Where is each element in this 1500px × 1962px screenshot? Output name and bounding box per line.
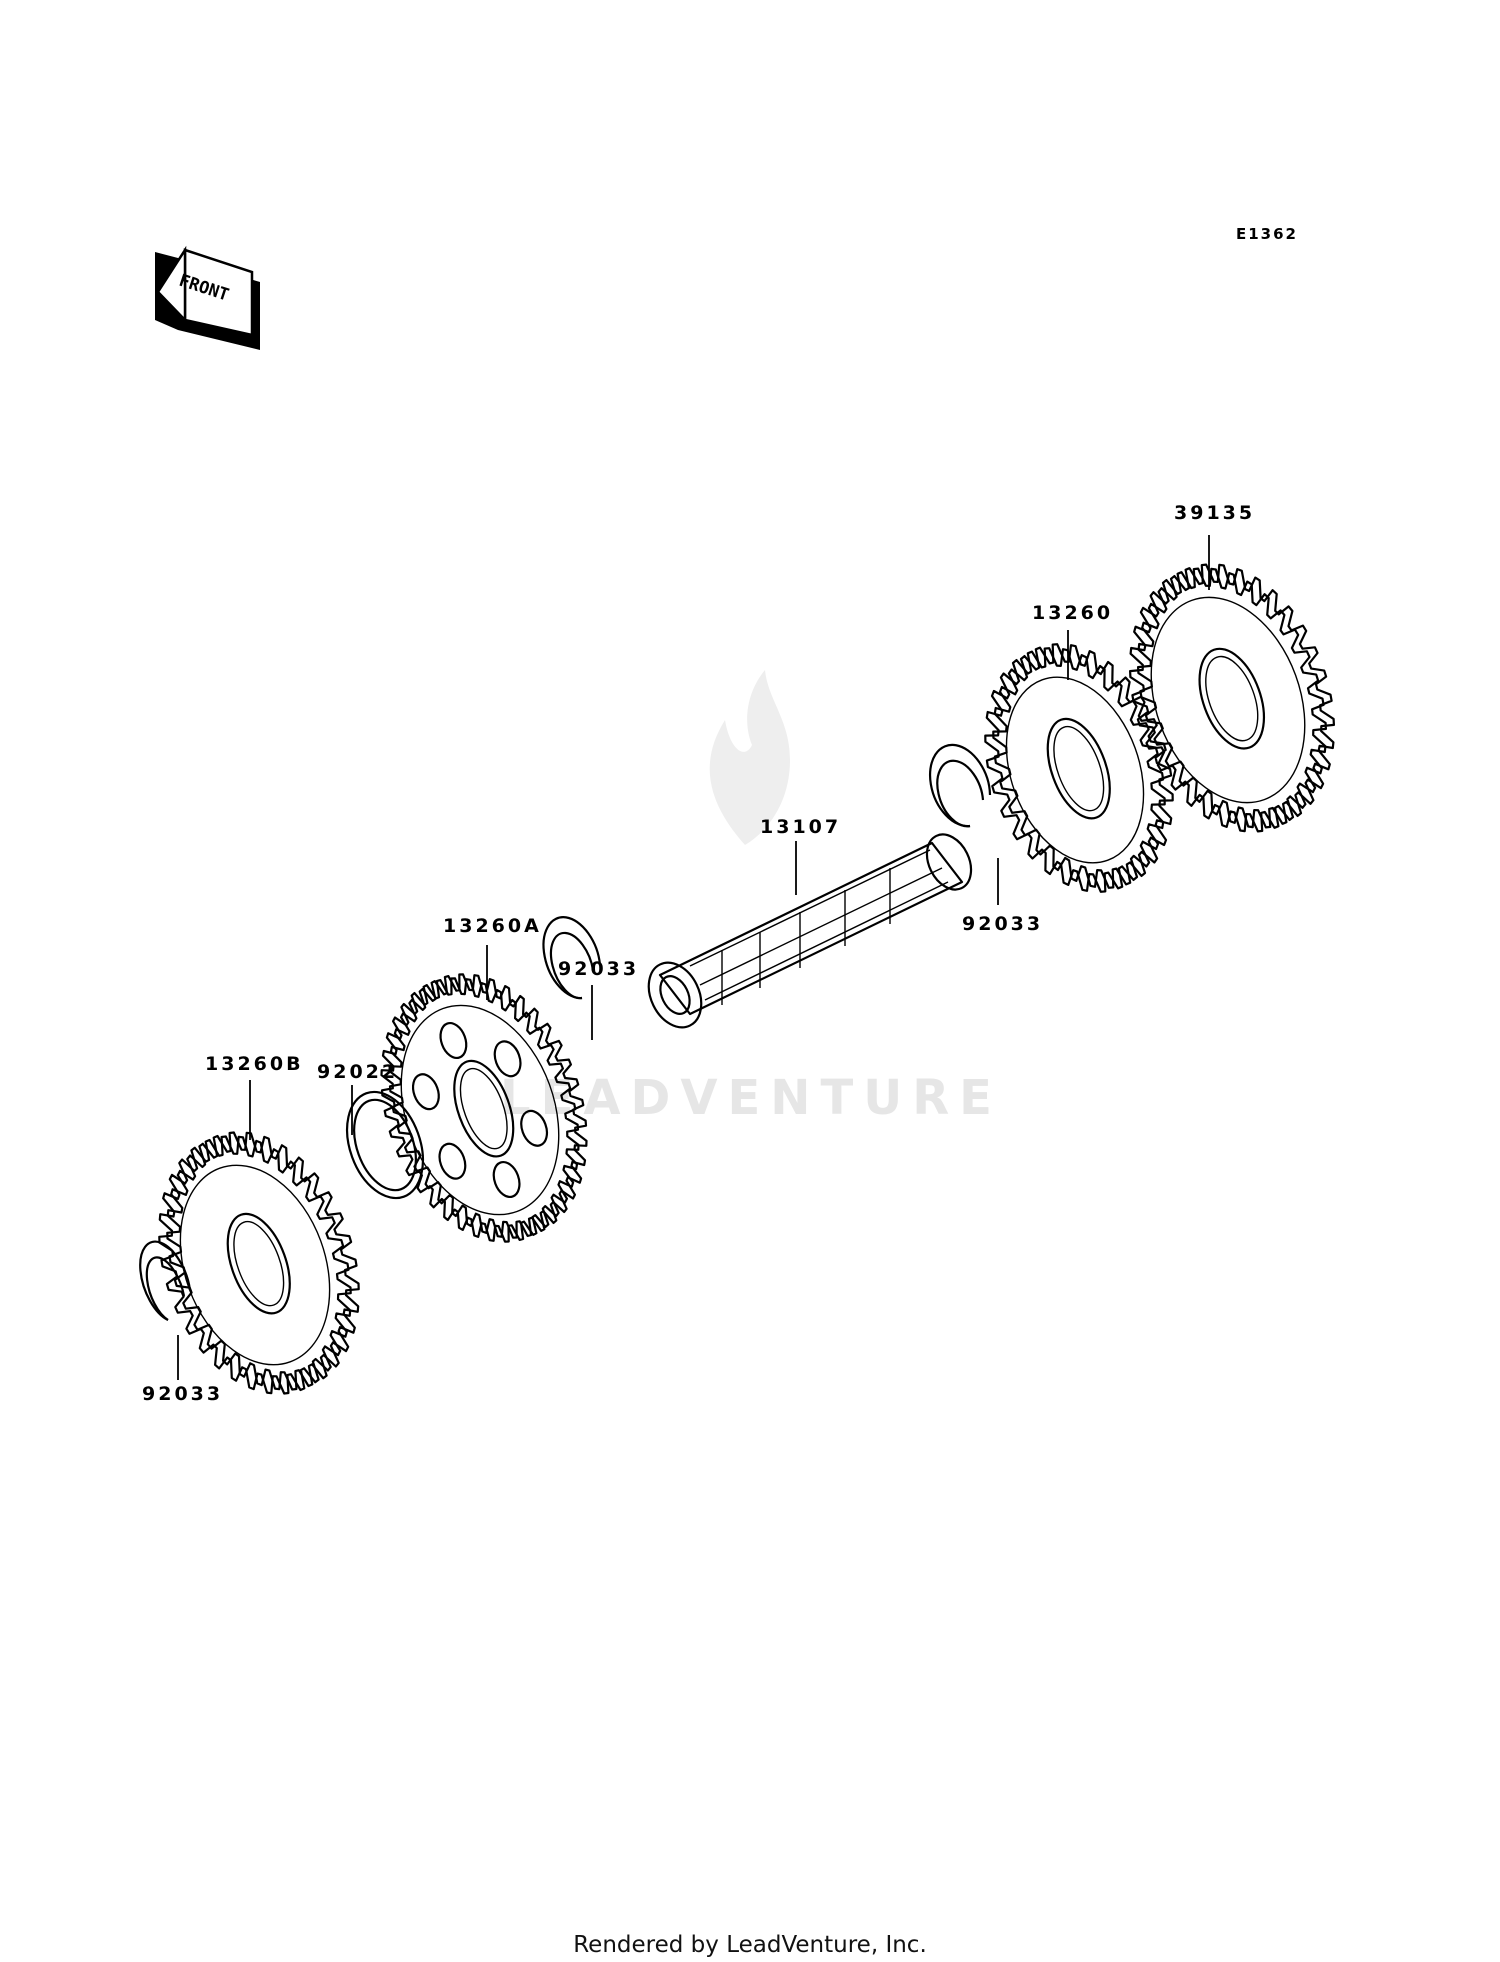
gear-13260A-hole <box>520 1109 549 1147</box>
gear-13260A-hole <box>411 1073 440 1111</box>
front-arrow-icon: FRONT <box>155 245 260 350</box>
gear-13260A-hole <box>439 1021 468 1060</box>
shaft-13107 <box>647 833 973 1029</box>
gear-13260A-hole <box>493 1040 522 1078</box>
diagram-code: E1362 <box>1236 225 1298 243</box>
circlip-92033-right <box>928 743 992 828</box>
gear-13260A-hub <box>453 1059 515 1158</box>
gear-13260B-face <box>179 1164 331 1366</box>
gears-layer <box>158 563 1335 1395</box>
gear-13260B-hub <box>233 1220 285 1307</box>
gear-13260-back <box>992 643 1174 889</box>
watermark-text: LEADVENTURE <box>500 1070 1002 1126</box>
watermark: LEADVENTURE <box>500 670 1002 1126</box>
label-13260B: 13260B <box>205 1053 304 1075</box>
gear-39135-teeth <box>1129 567 1327 833</box>
washer-92022 <box>346 1090 424 1200</box>
gear-13260-hub <box>1053 725 1105 812</box>
gear-39135-hub <box>1205 655 1259 742</box>
gear-39135-hub <box>1198 647 1266 750</box>
label-92033-left: 92033 <box>142 1383 223 1405</box>
label-39135: 39135 <box>1174 502 1255 524</box>
gear-13260 <box>984 643 1174 893</box>
label-92033-right: 92033 <box>962 913 1043 935</box>
gear-13260A-hub <box>459 1067 508 1150</box>
label-92033-mid: 92033 <box>558 958 639 980</box>
gear-13260B-hub <box>226 1212 291 1315</box>
gear-39135-face <box>1150 596 1306 804</box>
gear-39135 <box>1129 563 1335 833</box>
gear-13260B <box>158 1131 360 1395</box>
gear-13260B-teeth <box>158 1135 352 1395</box>
gear-13260A-hole <box>492 1160 521 1199</box>
gear-13260-face <box>1005 676 1145 864</box>
circlip-92033-mid <box>542 916 602 1000</box>
label-92022: 92022 <box>317 1061 398 1083</box>
label-13260A: 13260A <box>443 915 542 937</box>
gear-13260A-teeth <box>380 977 580 1243</box>
gear-13260-teeth <box>984 647 1166 893</box>
gear-13260-hub <box>1046 717 1111 820</box>
circlip-92033-left <box>139 1240 192 1321</box>
watermark-flame-icon <box>709 670 790 845</box>
footer-credit: Rendered by LeadVenture, Inc. <box>573 1932 927 1958</box>
label-13107: 13107 <box>760 816 841 838</box>
label-13260: 13260 <box>1032 602 1113 624</box>
gear-13260A-hole <box>438 1142 467 1180</box>
